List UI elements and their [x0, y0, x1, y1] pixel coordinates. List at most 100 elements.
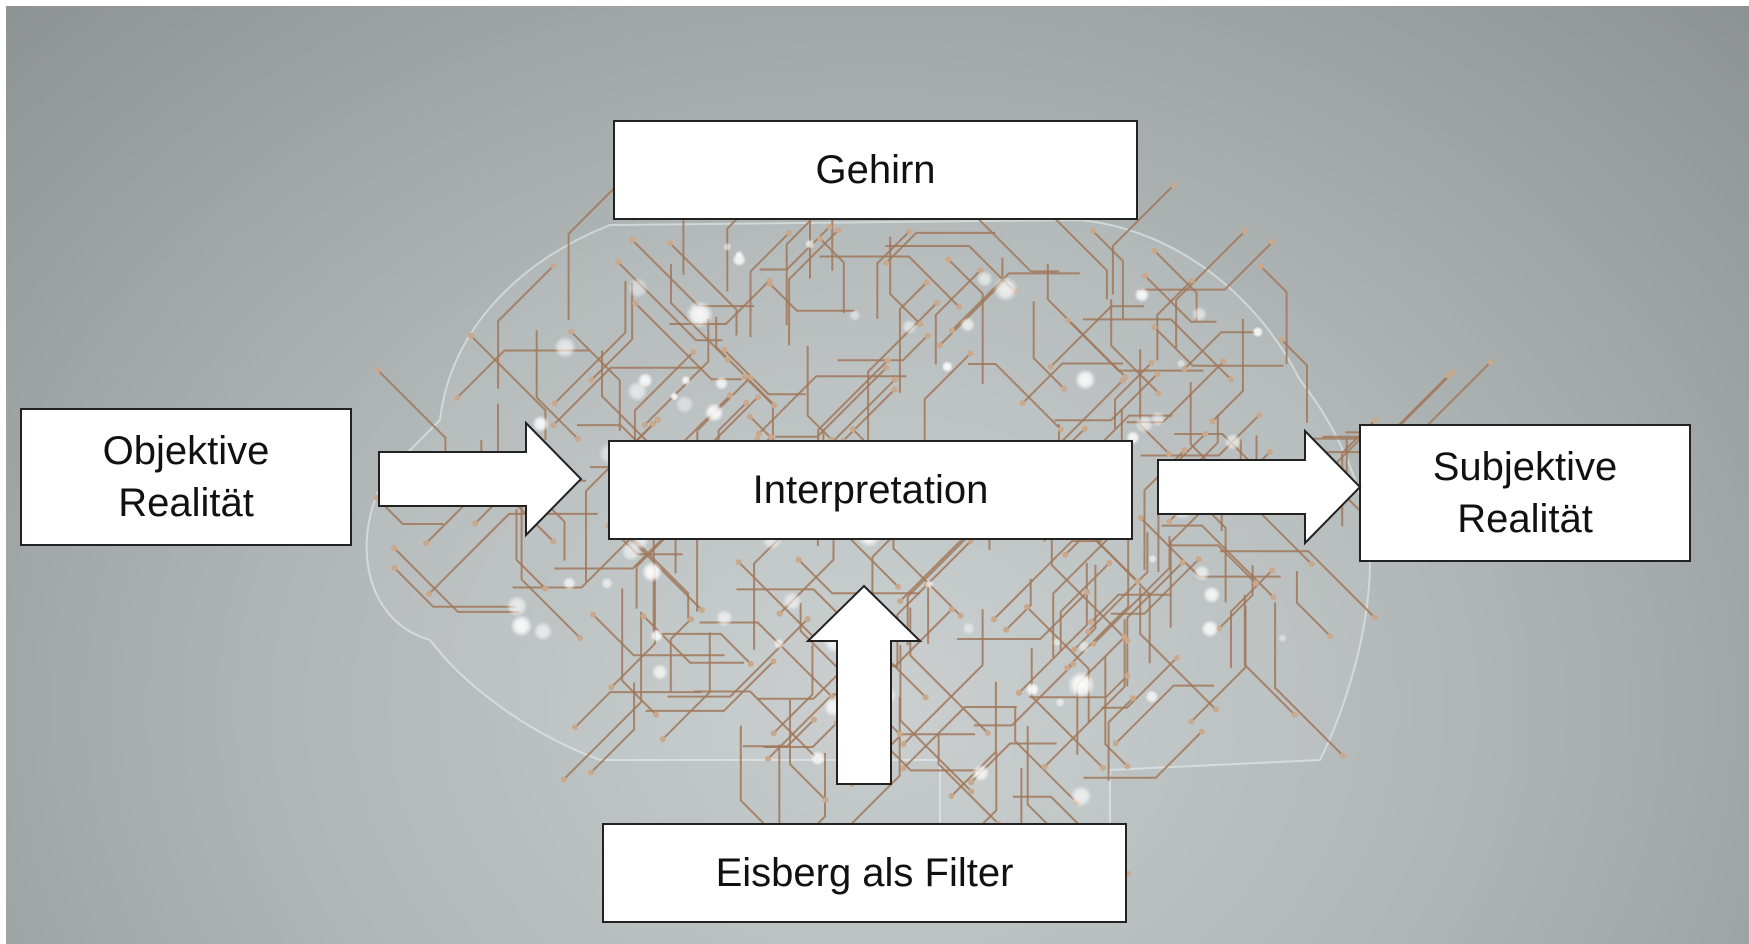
- glow-dot: [1074, 369, 1097, 391]
- circuit-trace: [1110, 299, 1160, 394]
- circuit-trace: [428, 512, 598, 595]
- circuit-trace: [799, 602, 841, 672]
- circuit-pad: [724, 356, 731, 363]
- circuit-pad: [747, 374, 754, 381]
- circuit-pad: [1137, 514, 1144, 521]
- circuit-pad: [1241, 228, 1248, 235]
- circuit-trace: [1018, 563, 1088, 694]
- glow-dot: [993, 276, 1019, 302]
- circuit-pad: [608, 684, 615, 691]
- circuit-pad: [550, 538, 557, 545]
- glow-dot: [1193, 564, 1211, 582]
- circuit-trace: [1211, 319, 1244, 423]
- circuit-trace: [670, 264, 729, 361]
- circuit-pad: [1257, 263, 1264, 270]
- circuit-trace: [515, 509, 546, 590]
- interpretation-label: Interpretation: [752, 468, 989, 512]
- output-arrow: [1157, 428, 1362, 546]
- circuit-pad: [572, 724, 578, 731]
- circuit-pad: [786, 229, 793, 236]
- circuit-pad: [1155, 390, 1162, 397]
- circuit-pad: [391, 565, 398, 572]
- glow-dot: [1025, 682, 1040, 697]
- circuit-pad: [1112, 740, 1119, 747]
- circuit-pad: [577, 634, 583, 641]
- filter-arrow: [805, 584, 923, 785]
- circuit-trace: [902, 706, 1017, 770]
- glow-dot: [782, 591, 802, 611]
- circuit-pad: [1041, 763, 1048, 770]
- circuit-pad: [906, 228, 913, 235]
- circuit-trace: [950, 681, 997, 797]
- circuit-pad: [650, 420, 656, 427]
- circuit-pad: [1166, 450, 1172, 457]
- circuit-pad: [641, 421, 648, 428]
- glow-dot: [510, 614, 533, 638]
- circuit-pad: [1129, 695, 1136, 702]
- circuit-pad: [895, 583, 902, 590]
- circuit-pad: [968, 788, 975, 795]
- circuit-trace: [1138, 241, 1274, 291]
- glow-dot: [805, 239, 815, 249]
- circuit-pad: [640, 613, 647, 620]
- circuit-trace: [1014, 706, 1077, 803]
- circuit-pad: [1124, 763, 1131, 770]
- glow-dot: [1135, 414, 1154, 434]
- iceberg-filter-box: Eisberg als Filter: [602, 823, 1127, 923]
- circuit-trace: [590, 682, 636, 774]
- circuit-trace: [785, 208, 823, 326]
- circuit-pad: [1023, 603, 1030, 610]
- circuit-pad: [1134, 578, 1141, 585]
- circuit-pad: [1084, 628, 1091, 635]
- glow-dot: [723, 242, 732, 252]
- glow-dot: [849, 309, 861, 322]
- circuit-trace: [1087, 532, 1149, 633]
- glow-dot: [637, 372, 654, 389]
- circuit-trace: [947, 258, 984, 384]
- circuit-pad: [922, 694, 929, 701]
- circuit-pad: [721, 346, 728, 353]
- circuit-pad: [1179, 559, 1186, 566]
- circuit-trace: [885, 245, 1016, 292]
- circuit-trace: [758, 375, 907, 435]
- circuit-pad: [768, 434, 774, 441]
- circuit-pad: [817, 235, 823, 242]
- circuit-trace: [1153, 326, 1284, 367]
- circuit-pad: [1188, 277, 1195, 284]
- circuit-pad: [1062, 551, 1069, 558]
- circuit-trace: [1156, 279, 1193, 361]
- circuit-pad: [765, 755, 771, 762]
- circuit-trace: [1243, 594, 1296, 716]
- circuit-trace: [1114, 684, 1214, 745]
- circuit-pad: [900, 765, 907, 772]
- glow-dot: [1067, 671, 1096, 699]
- circuit-pad: [1166, 518, 1173, 525]
- circuit-pad: [900, 741, 907, 748]
- circuit-trace: [963, 203, 1060, 273]
- circuit-pad: [1019, 400, 1026, 407]
- circuit-pad: [1181, 447, 1188, 454]
- circuit-trace: [520, 490, 581, 639]
- circuit-trace: [1345, 361, 1492, 434]
- circuit-pad: [373, 494, 380, 501]
- glow-dot: [627, 277, 649, 299]
- glow-dot: [1055, 697, 1065, 708]
- circuit-pad: [1087, 619, 1094, 626]
- circuit-pad: [1084, 589, 1090, 596]
- circuit-trace: [769, 283, 855, 312]
- circuit-pad: [472, 520, 479, 527]
- circuit-trace: [645, 660, 775, 712]
- circuit-pad: [1227, 376, 1234, 383]
- circuit-pad: [1269, 567, 1276, 574]
- circuit-pad: [1124, 672, 1131, 679]
- circuit-trace: [553, 281, 627, 405]
- circuit-pad: [1151, 324, 1158, 331]
- circuit-pad: [1121, 634, 1128, 640]
- circuit-pad: [588, 769, 595, 776]
- circuit-pad: [653, 711, 660, 718]
- circuit-pad: [891, 376, 898, 383]
- glow-dot: [553, 336, 577, 359]
- circuit-trace: [937, 733, 999, 825]
- circuit-trace: [1274, 602, 1344, 757]
- circuit-pad: [945, 256, 952, 263]
